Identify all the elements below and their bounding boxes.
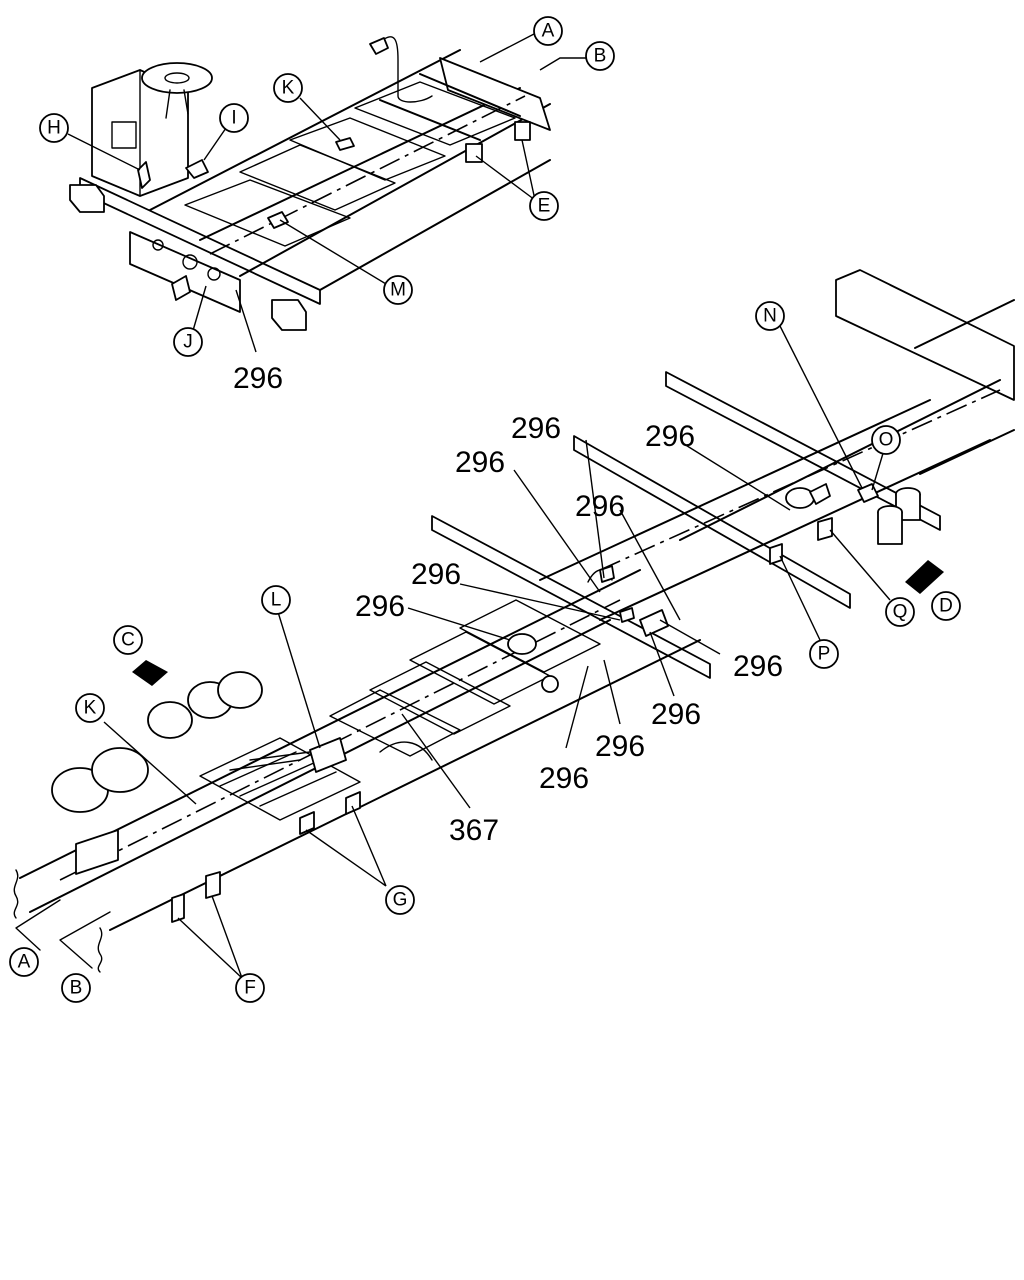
svg-text:C: C — [121, 630, 135, 651]
svg-text:L: L — [271, 590, 282, 611]
callout-m: M — [383, 275, 413, 305]
part-number-296-d: 296 — [575, 490, 625, 523]
callout-d: D — [931, 591, 961, 621]
svg-text:P: P — [818, 644, 831, 665]
svg-text:N: N — [763, 306, 777, 327]
callout-a-top: A — [533, 16, 563, 46]
svg-text:I: I — [231, 108, 236, 129]
svg-text:O: O — [879, 430, 894, 451]
svg-text:A: A — [542, 21, 555, 42]
callout-b-bottom: B — [61, 973, 91, 1003]
part-number-296-i: 296 — [595, 730, 645, 763]
svg-text:D: D — [939, 596, 953, 617]
callout-n: N — [755, 301, 785, 331]
svg-text:M: M — [390, 280, 406, 301]
callout-j: J — [173, 327, 203, 357]
rear-chassis-view — [431, 269, 1015, 679]
svg-text:H: H — [47, 118, 61, 139]
callout-a-bottom: A — [9, 947, 39, 977]
part-number-296-c: 296 — [645, 420, 695, 453]
part-number-296-j: 296 — [539, 762, 589, 795]
callout-e: E — [529, 191, 559, 221]
callout-f: F — [235, 973, 265, 1003]
svg-text:F: F — [244, 978, 256, 999]
svg-text:Q: Q — [893, 602, 908, 623]
callout-k-bottom: K — [75, 693, 105, 723]
callout-q: Q — [885, 597, 915, 627]
svg-text:B: B — [594, 46, 607, 67]
leader-lines — [67, 33, 891, 979]
part-number-296-h: 296 — [651, 698, 701, 731]
svg-text:G: G — [393, 890, 408, 911]
front-chassis-view — [69, 36, 551, 331]
callout-g: G — [385, 885, 415, 915]
svg-text:B: B — [70, 978, 83, 999]
callout-b-top: B — [585, 41, 615, 71]
part-number-296-e: 296 — [411, 558, 461, 591]
callout-i: I — [219, 103, 249, 133]
callout-o: O — [871, 425, 901, 455]
part-number-367: 367 — [449, 814, 499, 847]
part-number-296-g: 296 — [733, 650, 783, 683]
svg-text:K: K — [282, 78, 295, 99]
part-number-296-f: 296 — [355, 590, 405, 623]
callout-k-top: K — [273, 73, 303, 103]
svg-text:J: J — [183, 332, 193, 353]
callout-c: C — [113, 625, 143, 655]
part-number-296-top: 296 — [233, 362, 283, 395]
svg-text:E: E — [538, 196, 551, 217]
callout-h: H — [39, 113, 69, 143]
svg-text:K: K — [84, 698, 97, 719]
part-number-296-a: 296 — [511, 412, 561, 445]
part-number-296-b: 296 — [455, 446, 505, 479]
svg-text:A: A — [18, 952, 31, 973]
callout-l: L — [261, 585, 291, 615]
mid-chassis-view — [13, 569, 701, 973]
callout-p: P — [809, 639, 839, 669]
